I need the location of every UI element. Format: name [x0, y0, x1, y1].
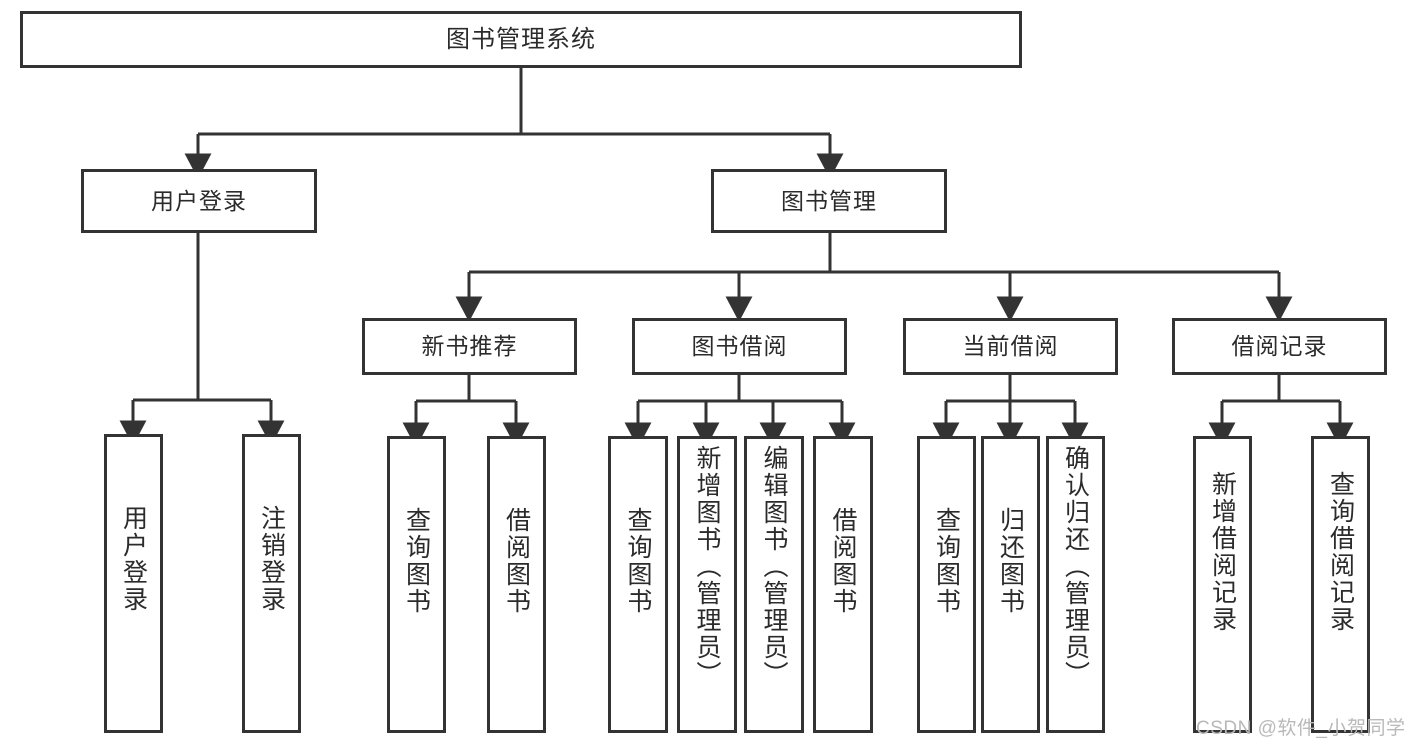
node-book-borrow[interactable]: 图书借阅 [632, 318, 847, 375]
node-leaf-borrow-book-1[interactable]: 借阅图书 [487, 436, 546, 733]
node-new-book-rec-label: 新书推荐 [421, 333, 518, 360]
node-leaf-query-book-2-label: 查询图书 [624, 507, 652, 615]
node-borrow-record[interactable]: 借阅记录 [1172, 318, 1387, 375]
node-leaf-user-login[interactable]: 用户登录 [104, 434, 163, 733]
node-leaf-add-record-label: 新增借阅记录 [1208, 471, 1237, 633]
node-leaf-user-login-label: 用户登录 [119, 505, 148, 613]
csdn-watermark: CSDN @软件_小贺同学 [1196, 718, 1405, 739]
node-leaf-query-book-1-label: 查询图书 [402, 507, 431, 615]
node-current-borrow[interactable]: 当前借阅 [903, 318, 1118, 375]
node-leaf-return-book[interactable]: 归还图书 [981, 436, 1040, 733]
node-book-manage-label: 图书管理 [781, 187, 877, 214]
node-root-label: 图书管理系统 [446, 25, 596, 53]
node-user-login-label: 用户登录 [151, 187, 247, 214]
node-leaf-add-book-label: 新增图书（管理员） [693, 445, 721, 688]
node-leaf-add-book[interactable]: 新增图书（管理员） [677, 436, 737, 733]
node-leaf-return-book-label: 归还图书 [996, 507, 1025, 615]
node-leaf-edit-book[interactable]: 编辑图书（管理员） [744, 436, 804, 733]
node-leaf-query-book-2[interactable]: 查询图书 [608, 436, 668, 733]
node-book-manage[interactable]: 图书管理 [711, 169, 947, 233]
node-leaf-borrow-book-2-label: 借阅图书 [829, 507, 857, 615]
node-leaf-user-logout[interactable]: 注销登录 [242, 434, 301, 733]
node-leaf-query-record-label: 查询借阅记录 [1326, 471, 1355, 633]
node-root[interactable]: 图书管理系统 [20, 11, 1022, 68]
node-leaf-query-book-3[interactable]: 查询图书 [917, 436, 976, 733]
node-leaf-user-logout-label: 注销登录 [257, 505, 286, 613]
node-leaf-borrow-book-2[interactable]: 借阅图书 [813, 436, 873, 733]
node-new-book-rec[interactable]: 新书推荐 [362, 318, 577, 375]
node-user-login[interactable]: 用户登录 [81, 169, 317, 233]
node-leaf-edit-book-label: 编辑图书（管理员） [760, 445, 788, 688]
node-leaf-query-book-3-label: 查询图书 [932, 507, 961, 615]
node-leaf-confirm-return[interactable]: 确认归还（管理员） [1046, 436, 1105, 733]
node-leaf-borrow-book-1-label: 借阅图书 [502, 507, 531, 615]
node-borrow-record-label: 借阅记录 [1231, 333, 1328, 360]
node-leaf-query-record[interactable]: 查询借阅记录 [1311, 436, 1370, 733]
node-leaf-add-record[interactable]: 新增借阅记录 [1193, 436, 1252, 733]
node-current-borrow-label: 当前借阅 [962, 333, 1059, 360]
node-leaf-query-book-1[interactable]: 查询图书 [387, 436, 446, 733]
node-leaf-confirm-return-label: 确认归还（管理员） [1061, 445, 1090, 688]
node-book-borrow-label: 图书借阅 [691, 333, 788, 360]
